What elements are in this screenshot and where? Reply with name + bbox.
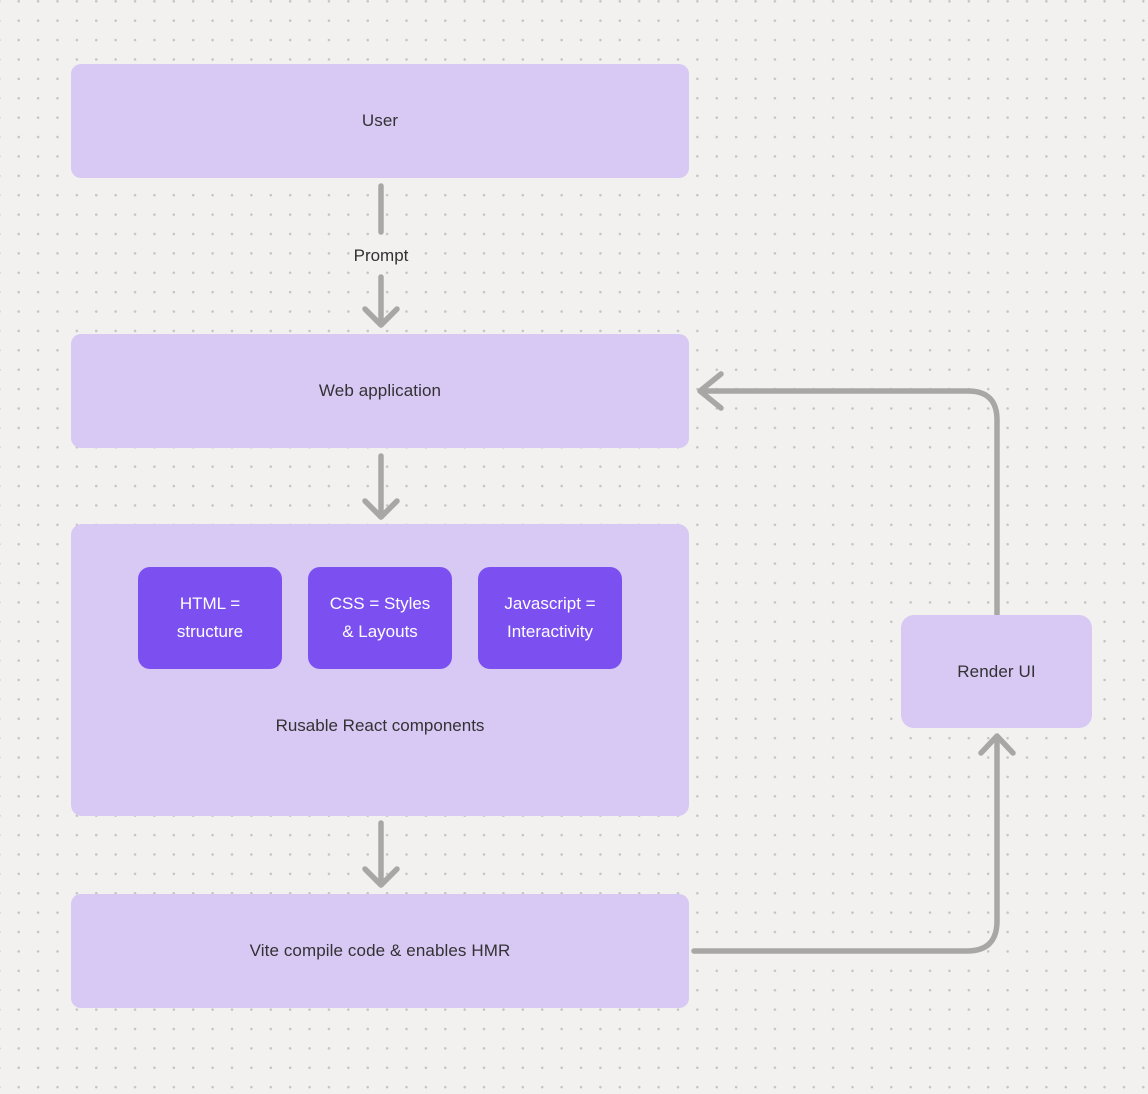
arrowhead-down-webapp [362, 306, 400, 328]
node-css-line1: CSS = Styles [329, 594, 431, 613]
node-css: CSS = Styles & Layouts [308, 567, 452, 669]
arrowhead-down-vite [362, 866, 400, 888]
node-html: HTML = structure [138, 567, 282, 669]
node-render-ui-label: Render UI [957, 661, 1036, 681]
node-render-ui: Render UI [901, 615, 1092, 728]
node-web-application: Web application [71, 334, 689, 448]
edge-render-to-webapp [701, 388, 1000, 617]
node-vite-label: Vite compile code & enables HMR [249, 941, 511, 960]
node-vite: Vite compile code & enables HMR [71, 894, 689, 1008]
node-html-line2: structure [176, 622, 244, 641]
node-web-application-label: Web application [318, 381, 442, 400]
node-html-line1: HTML = [179, 594, 241, 613]
components-group-caption: Rusable React components [275, 716, 485, 735]
edge-label-prompt: Prompt [353, 246, 409, 265]
node-user: User [71, 64, 689, 178]
arrowhead-up-render [978, 733, 1016, 756]
node-javascript-line2: Interactivity [507, 622, 593, 641]
node-javascript: Javascript = Interactivity [478, 567, 622, 669]
arrowhead-down-components [362, 498, 400, 520]
node-components-group: HTML = structure CSS = Styles & Layouts … [71, 524, 689, 816]
node-css-line2: & Layouts [342, 622, 418, 641]
node-javascript-line1: Javascript = [504, 594, 596, 613]
arrowhead-left-webapp [697, 371, 724, 411]
edge-vite-to-render [691, 738, 1000, 954]
node-user-label: User [361, 111, 399, 130]
